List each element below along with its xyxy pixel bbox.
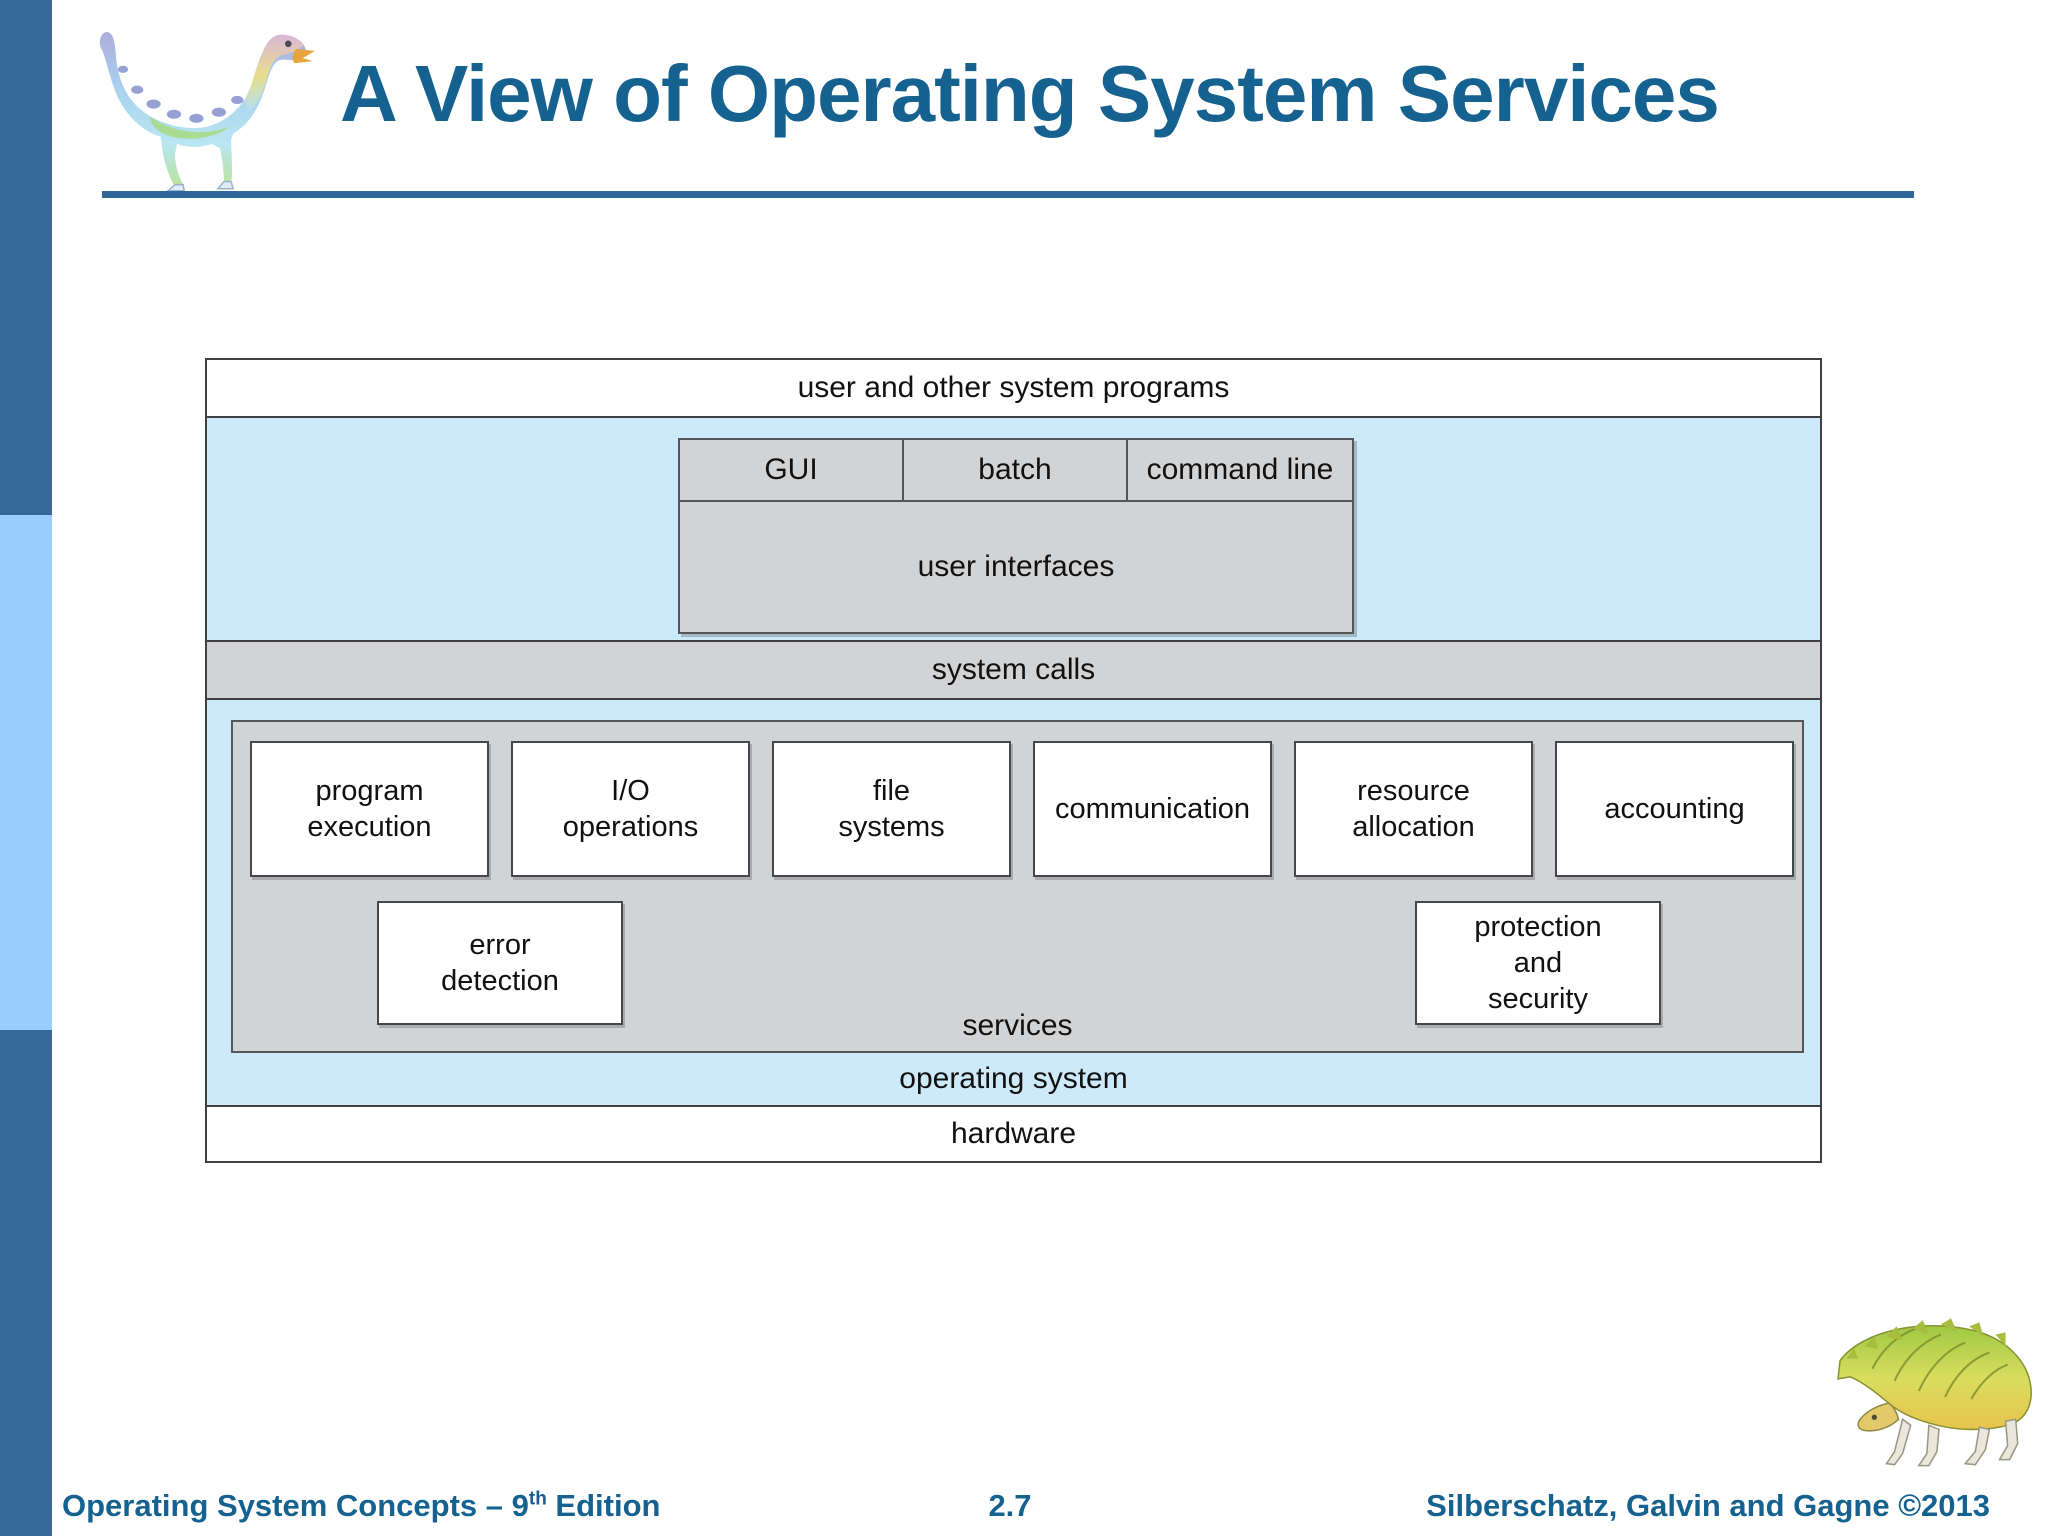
sailback-dinosaur-logo-icon — [1837, 1318, 2032, 1467]
page-title: A View of Operating System Services — [340, 49, 1720, 138]
ui-cell-batch-label: batch — [978, 453, 1052, 486]
left-edge-stripe — [0, 0, 52, 1536]
title-divider — [102, 191, 1914, 198]
layer-user-programs: user and other system programs — [207, 360, 1820, 418]
layer-operating-system: operating system — [207, 1053, 1820, 1105]
ui-cell-command-line-label: command line — [1146, 453, 1334, 486]
slide-number: 2.7 — [988, 1488, 1032, 1523]
ui-cell-command-line: command line — [1128, 440, 1352, 500]
layer-hardware: hardware — [207, 1105, 1820, 1161]
footer-book-title-text: Operating System Concepts – 9 — [62, 1488, 529, 1523]
service-resource-allocation: resource allocation — [1294, 741, 1533, 877]
footer-edition-superscript: th — [528, 1488, 547, 1510]
dinosaur-logo-icon — [99, 31, 315, 192]
service-accounting: accounting — [1555, 741, 1794, 877]
layer-user-programs-label: user and other system programs — [797, 371, 1230, 404]
stripe-band-top — [0, 0, 52, 515]
footer-edition-text: Edition — [546, 1488, 661, 1523]
user-interfaces-area: user interfaces — [680, 502, 1352, 632]
ui-cell-gui-label: GUI — [764, 453, 818, 486]
footer-authors: Silberschatz, Galvin and Gagne ©2013 — [1426, 1488, 1990, 1523]
service-protection-security: protection and security — [1415, 901, 1661, 1025]
services-label: services — [962, 1009, 1073, 1042]
service-communication: communication — [1033, 741, 1272, 877]
footer-book-title: Operating System Concepts – 9th Edition — [62, 1488, 660, 1524]
operating-system-label: operating system — [899, 1062, 1128, 1095]
system-calls-label: system calls — [931, 653, 1096, 686]
user-interface-types: GUI batch command line — [680, 440, 1352, 502]
services-box: program execution I/O operations file sy… — [231, 720, 1804, 1053]
service-io-operations: I/O operations — [511, 741, 750, 877]
service-file-systems: file systems — [772, 741, 1011, 877]
layer-system-calls: system calls — [207, 640, 1820, 700]
service-program-execution: program execution — [250, 741, 489, 877]
stripe-band-middle — [0, 515, 52, 1030]
ui-cell-gui: GUI — [680, 440, 904, 500]
ui-cell-batch: batch — [904, 440, 1128, 500]
hardware-label: hardware — [950, 1117, 1077, 1150]
stripe-band-bottom — [0, 1030, 52, 1536]
service-error-detection: error detection — [377, 901, 623, 1025]
user-interfaces-label: user interfaces — [917, 550, 1115, 583]
os-services-diagram: user and other system programs GUI batch… — [205, 358, 1822, 1163]
user-interfaces-box: GUI batch command line user interfaces — [678, 438, 1354, 634]
